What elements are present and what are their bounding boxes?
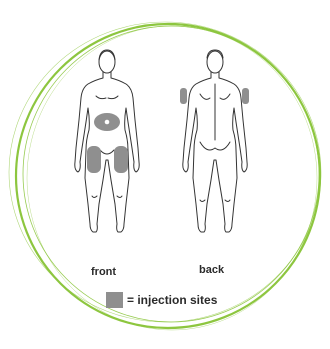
front-knee-right bbox=[117, 196, 122, 198]
front-knee-left bbox=[92, 196, 97, 198]
left-thigh-site bbox=[87, 146, 101, 173]
back-figure bbox=[183, 50, 247, 232]
green-rings bbox=[9, 22, 321, 330]
outer-ring bbox=[16, 24, 320, 328]
front-head bbox=[99, 51, 115, 73]
back-label: back bbox=[199, 264, 224, 276]
back-knee-right bbox=[225, 200, 230, 202]
left-arm-site bbox=[180, 88, 187, 104]
front-chest-left bbox=[96, 96, 106, 99]
back-blade-right bbox=[220, 94, 230, 99]
back-knee-left bbox=[200, 200, 205, 202]
back-blade-left bbox=[200, 94, 210, 99]
back-head bbox=[207, 51, 223, 73]
front-figure bbox=[75, 50, 139, 232]
front-label: front bbox=[91, 266, 116, 278]
back-buttocks bbox=[200, 142, 230, 150]
right-arm-site bbox=[242, 88, 249, 104]
legend: = injection sites bbox=[106, 291, 217, 309]
front-groin bbox=[100, 150, 114, 154]
legend-swatch bbox=[106, 292, 123, 308]
front-chest-right bbox=[108, 96, 118, 99]
right-thigh-site bbox=[114, 146, 128, 173]
front-body-outline bbox=[75, 72, 139, 232]
legend-text: = injection sites bbox=[127, 293, 217, 307]
navel-icon bbox=[105, 120, 110, 125]
